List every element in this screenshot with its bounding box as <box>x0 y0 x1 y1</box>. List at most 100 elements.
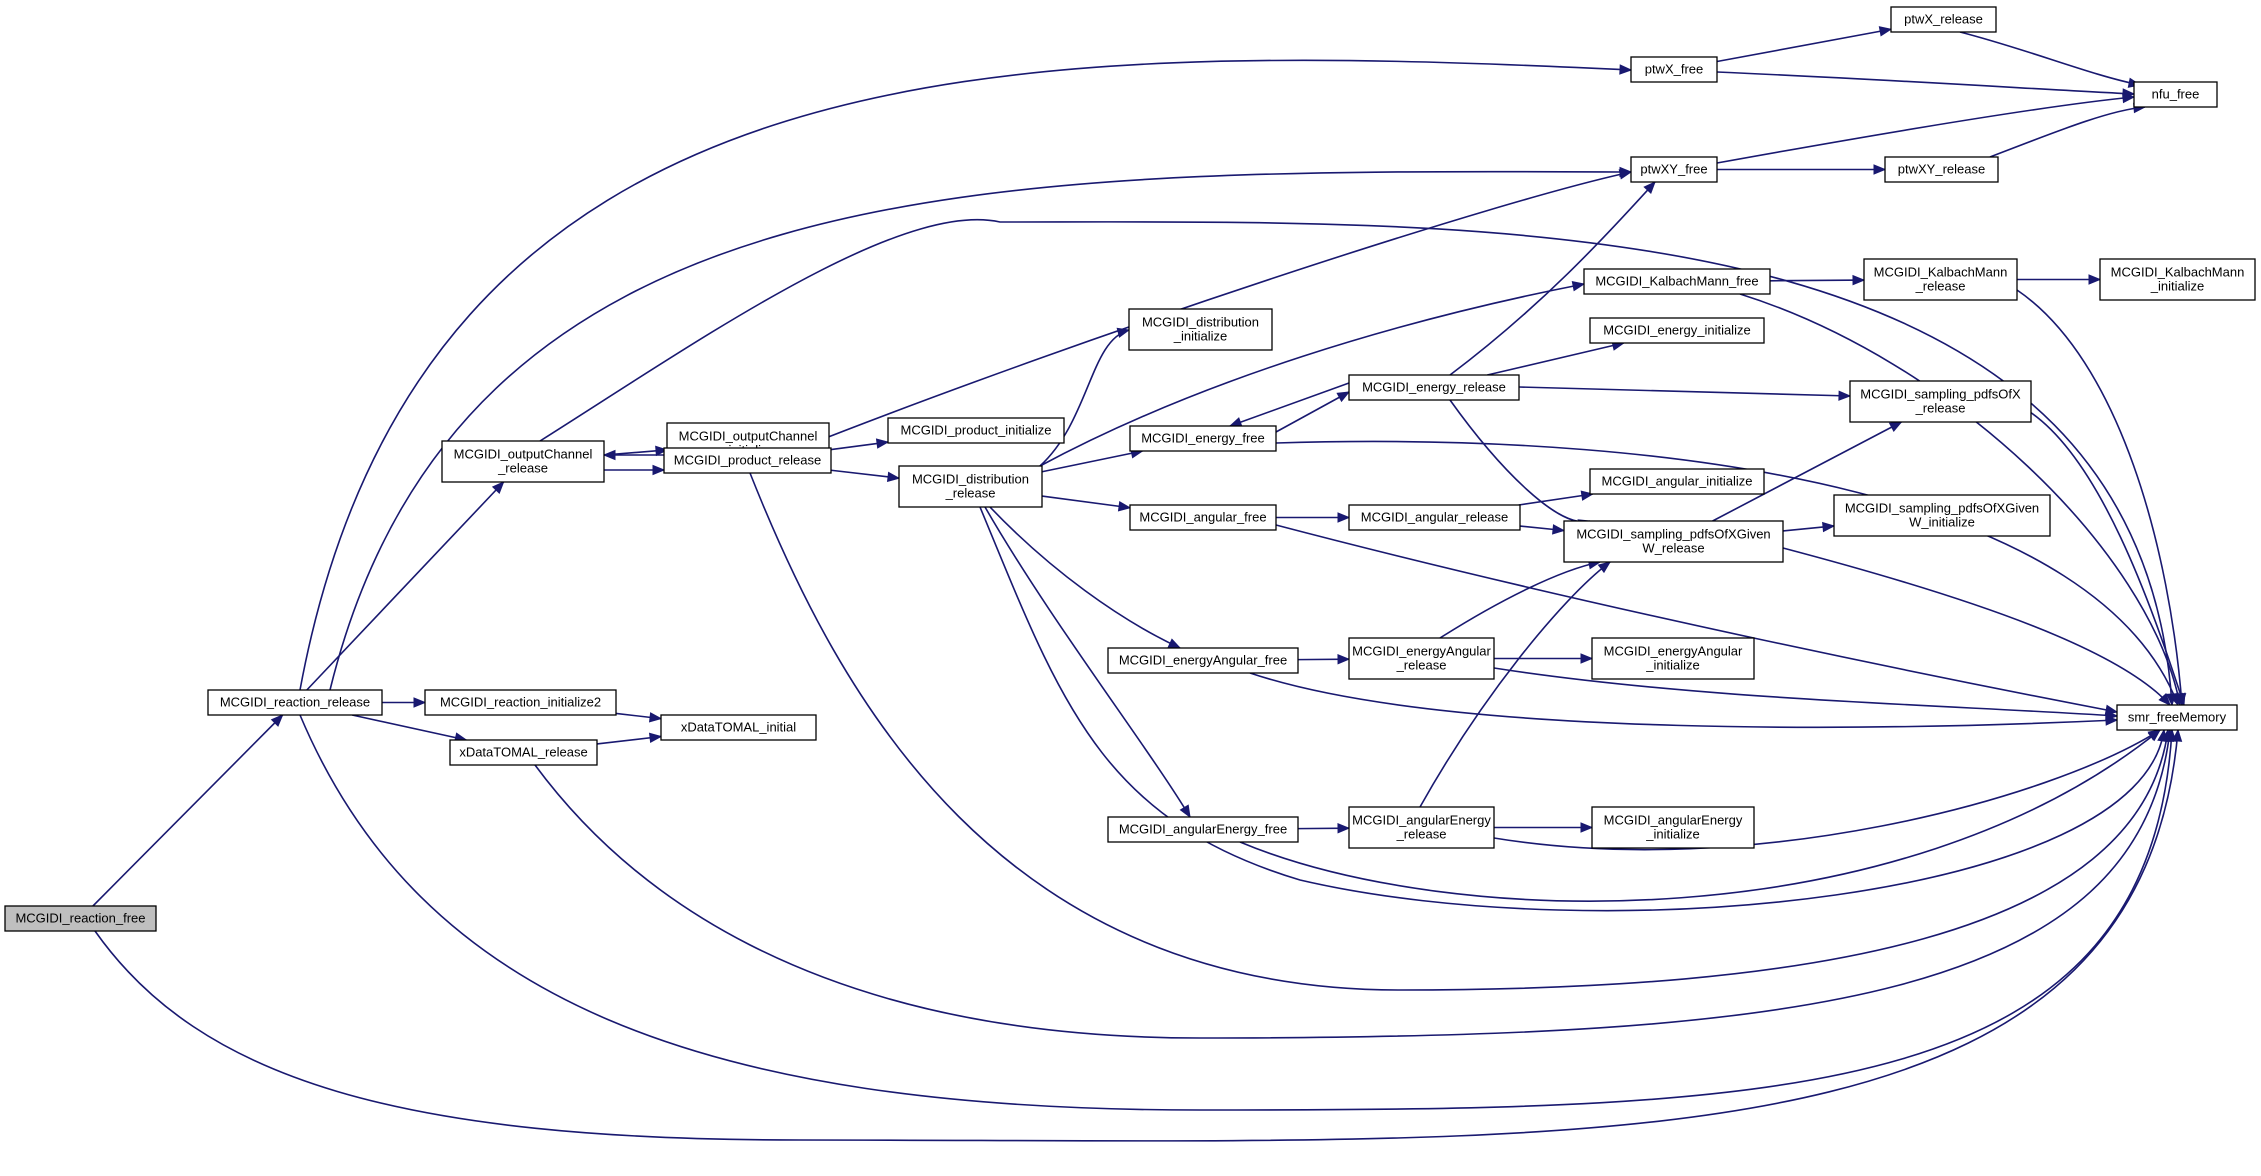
node-angularEnergy-free[interactable]: MCGIDI_angularEnergy_free <box>1107 816 1299 843</box>
node-nfu-free[interactable]: nfu_free <box>2133 81 2218 108</box>
edge-sampling_pdfsOfXGivenW_release-to-smr_freeMemory <box>1782 547 2171 706</box>
node-KalbachMann-initialize[interactable]: MCGIDI_KalbachMann_initialize <box>2099 258 2256 301</box>
edge-product_release-to-smr_freeMemory <box>749 472 2172 991</box>
node-box <box>1884 156 1999 183</box>
edge-reaction_release-to-outputChannel_release <box>306 481 505 691</box>
node-KalbachMann-free[interactable]: MCGIDI_KalbachMann_free <box>1583 268 1771 295</box>
node-label: MCGIDI_sampling_pdfsOfX <box>1860 387 2021 402</box>
edge-reaction_release-to-ptwX_free <box>299 59 1633 691</box>
node-box <box>2116 704 2238 731</box>
edge-line <box>1449 181 1656 376</box>
edge-line <box>1249 672 2118 729</box>
node-label: MCGIDI_reaction_free <box>15 911 145 926</box>
edge-angular_free-to-angular_release <box>1276 512 1351 523</box>
edge-distribution_release-to-energy_free <box>1041 448 1144 473</box>
node-box <box>1630 156 1718 183</box>
node-product-initialize[interactable]: MCGIDI_product_initialize <box>887 417 1065 444</box>
node-label: MCGIDI_outputChannel <box>454 447 593 462</box>
arrowhead <box>2122 92 2136 104</box>
node-label: MCGIDI_angularEnergy_free <box>1119 822 1287 837</box>
arrowhead <box>2147 729 2162 741</box>
node-label: MCGIDI_sampling_pdfsOfXGiven <box>1845 501 2039 516</box>
node-label: ptwX_free <box>1645 62 1704 77</box>
edge-line <box>1041 450 1143 473</box>
node-reaction-initialize2[interactable]: MCGIDI_reaction_initialize2 <box>424 689 617 716</box>
node-angular-release[interactable]: MCGIDI_angular_release <box>1348 504 1521 531</box>
arrowhead <box>2157 728 2168 743</box>
edge-line <box>799 171 1632 449</box>
node-energyAngular-release[interactable]: MCGIDI_energyAngular_release <box>1348 637 1495 680</box>
node-product-release[interactable]: MCGIDI_product_release <box>663 447 832 474</box>
node-energy-release[interactable]: MCGIDI_energy_release <box>1348 374 1520 401</box>
node-label: MCGIDI_energy_release <box>1362 380 1506 395</box>
node-ptwX-free[interactable]: ptwX_free <box>1630 56 1718 83</box>
arrowhead <box>2158 692 2171 706</box>
edge-line <box>1989 106 2146 158</box>
node-ptwXY-free[interactable]: ptwXY_free <box>1630 156 1718 183</box>
edge-energyAngular_free-to-smr_freeMemory <box>1249 672 2119 729</box>
node-box <box>1348 806 1495 849</box>
node-label: MCGIDI_outputChannel <box>679 429 818 444</box>
node-xDataTOMAL-initial[interactable]: xDataTOMAL_initial <box>660 714 817 741</box>
arrowhead <box>1337 654 1351 665</box>
edge-angularEnergy_free-to-angularEnergy_release <box>1297 823 1351 834</box>
edge-line <box>351 714 467 741</box>
node-reaction-release[interactable]: MCGIDI_reaction_release <box>207 689 383 716</box>
edge-angularEnergy_release-to-smr_freeMemory <box>1493 729 2162 851</box>
node-xDataTOMAL-release[interactable]: xDataTOMAL_release <box>449 739 598 766</box>
node-label: MCGIDI_energyAngular_free <box>1119 653 1287 668</box>
node-energy-free[interactable]: MCGIDI_energy_free <box>1129 425 1277 452</box>
edge-line <box>1229 382 1350 427</box>
arrowhead <box>1117 501 1132 512</box>
node-smr-freeMemory[interactable]: smr_freeMemory <box>2116 704 2238 731</box>
edge-product_release-to-product_initialize <box>830 438 890 451</box>
edge-reaction_release-to-xDataTOMAL_release <box>351 714 468 743</box>
node-ptwXY-release[interactable]: ptwXY_release <box>1884 156 1999 183</box>
edge-energy_release-to-ptwXY_free <box>1449 181 1656 376</box>
node-distribution-release[interactable]: MCGIDI_distribution_release <box>898 465 1043 508</box>
arrowhead <box>2175 692 2186 707</box>
arrowhead <box>648 732 663 744</box>
edge-line <box>94 729 2179 1142</box>
edge-line <box>329 170 1632 691</box>
node-energy-initialize[interactable]: MCGIDI_energy_initialize <box>1589 317 1765 344</box>
node-box <box>1591 806 1755 849</box>
edge-ptwX_release-to-nfu_free <box>1959 31 2142 88</box>
node-distribution-initialize[interactable]: MCGIDI_distribution_initialize <box>1128 308 1273 351</box>
node-label: MCGIDI_KalbachMann <box>2111 265 2245 280</box>
edge-energyAngular_free-to-energyAngular_release <box>1297 654 1351 665</box>
edge-line <box>299 714 2173 1111</box>
edge-line <box>1716 96 2135 164</box>
node-angularEnergy-release[interactable]: MCGIDI_angularEnergy_release <box>1348 806 1495 849</box>
node-outputChannel-release[interactable]: MCGIDI_outputChannel_release <box>441 440 605 483</box>
node-label: _release <box>1915 279 1966 294</box>
node-angularEnergy-initialize[interactable]: MCGIDI_angularEnergy_initialize <box>1591 806 1755 849</box>
edge-ptwXY_release-to-nfu_free <box>1989 102 2147 158</box>
edge-line <box>1449 399 1591 523</box>
node-angular-initialize[interactable]: MCGIDI_angular_initialize <box>1589 468 1765 495</box>
node-angular-free[interactable]: MCGIDI_angular_free <box>1129 504 1277 531</box>
node-box <box>1563 520 1784 563</box>
arrowhead <box>1618 169 1633 180</box>
edge-line <box>1493 667 2118 717</box>
edge-line <box>1959 31 2141 86</box>
edge-line <box>1039 283 1585 467</box>
node-sampling-pdfsOfX-release[interactable]: MCGIDI_sampling_pdfsOfX_release <box>1849 380 2032 423</box>
node-energyAngular-initialize[interactable]: MCGIDI_energyAngular_initialize <box>1591 637 1755 680</box>
edge-line <box>1716 71 2135 95</box>
arrowhead <box>1337 823 1351 834</box>
edge-sampling_pdfsOfX_release-to-smr_freeMemory <box>2029 411 2186 707</box>
node-ptwX-release[interactable]: ptwX_release <box>1890 6 1997 33</box>
edge-line <box>1493 729 2161 851</box>
node-energyAngular-free[interactable]: MCGIDI_energyAngular_free <box>1107 647 1299 674</box>
edge-ptwX_free-to-ptwX_release <box>1716 26 1893 63</box>
node-KalbachMann-release[interactable]: MCGIDI_KalbachMann_release <box>1863 258 2018 301</box>
node-label: _initialize <box>1645 827 1699 842</box>
arrowhead <box>1873 164 1887 175</box>
edge-energyAngular_release-to-energyAngular_initialize <box>1494 653 1594 664</box>
node-reaction-free[interactable]: MCGIDI_reaction_free <box>4 905 157 932</box>
node-label: MCGIDI_product_release <box>674 453 821 468</box>
node-label: MCGIDI_angularEnergy <box>1604 813 1743 828</box>
